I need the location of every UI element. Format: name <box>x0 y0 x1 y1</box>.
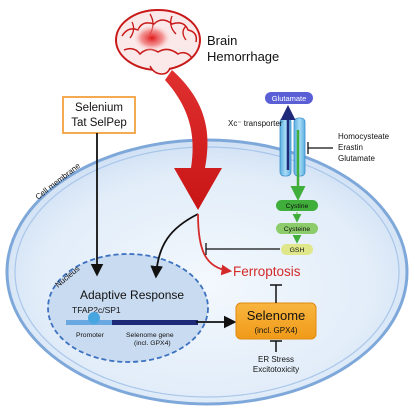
tfap-label: TFAP2c/SP1 <box>72 305 121 315</box>
glutamate-label: Glutamate <box>272 94 307 103</box>
tfap-factor <box>88 312 100 324</box>
inhibitor-erastin: Erastin <box>338 143 363 152</box>
cystine-label: Cystine <box>286 203 309 210</box>
selenome-label-1: Selenome <box>247 308 306 323</box>
brain-icon <box>115 9 201 75</box>
gsh-label: GSH <box>290 247 305 254</box>
selenome-gene-label-1: Selenome gene <box>126 332 174 339</box>
glutamate-pill <box>265 92 313 104</box>
selenium-label-2: Tat SelPep <box>71 117 127 129</box>
selenome-gene-label-2: (incl. GPX4) <box>134 340 171 347</box>
gsh-pill <box>281 244 313 255</box>
promoter-label: Promoter <box>76 332 105 339</box>
selenome-label-2: (incl. GPX4) <box>254 326 297 335</box>
ferroptosis-label: Ferroptosis <box>233 264 301 279</box>
ferroptosis-arrow <box>197 213 233 276</box>
selenium-label-1: Selenium <box>75 102 123 114</box>
inhibitor-glutamate: Glutamate <box>338 154 375 163</box>
cysteine-pill <box>276 223 318 234</box>
hemorrhage-arrow <box>165 70 222 210</box>
cystine-pill <box>276 200 318 211</box>
hemorrhage-to-adaptive-arrow <box>150 213 199 279</box>
cysteine-label: Cysteine <box>284 226 311 233</box>
adaptive-response-label: Adaptive Response <box>80 288 184 302</box>
dna-strand <box>66 320 198 325</box>
er-stress-label: ER Stress <box>258 355 294 364</box>
promoter-region <box>66 320 112 325</box>
xc-transporter-right <box>293 117 306 177</box>
selenium-box <box>62 96 136 134</box>
inhibitor-homocysteate: Homocysteate <box>338 132 390 141</box>
brain-hemorrhage-label-1: Brain <box>207 33 237 48</box>
brain-hemorrhage-label-2: Hemorrhage <box>207 49 279 64</box>
excitotoxicity-label: Excitotoxicity <box>253 365 299 374</box>
xc-transporter-label: Xc⁻ transporter <box>228 119 283 128</box>
nucleus <box>47 253 209 363</box>
